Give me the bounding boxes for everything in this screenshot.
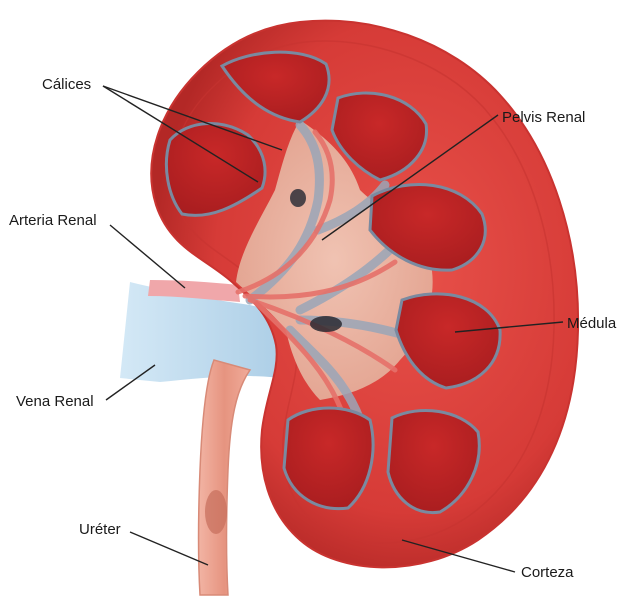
- label-arteria-renal: Arteria Renal: [9, 212, 97, 230]
- leader-line-ureter: [130, 532, 208, 565]
- label-medula: Médula: [567, 315, 616, 333]
- label-ureter: Uréter: [79, 521, 121, 539]
- pyramid: [284, 408, 373, 509]
- label-vena-renal: Vena Renal: [16, 393, 94, 411]
- pelvis-shadow: [310, 316, 342, 332]
- ureter-lumen: [205, 490, 227, 534]
- label-pelvis-renal: Pelvis Renal: [502, 109, 585, 127]
- label-corteza: Corteza: [521, 564, 574, 582]
- label-calices: Cálices: [42, 76, 91, 94]
- pelvis-shadow: [290, 189, 306, 207]
- ureter: [199, 360, 251, 595]
